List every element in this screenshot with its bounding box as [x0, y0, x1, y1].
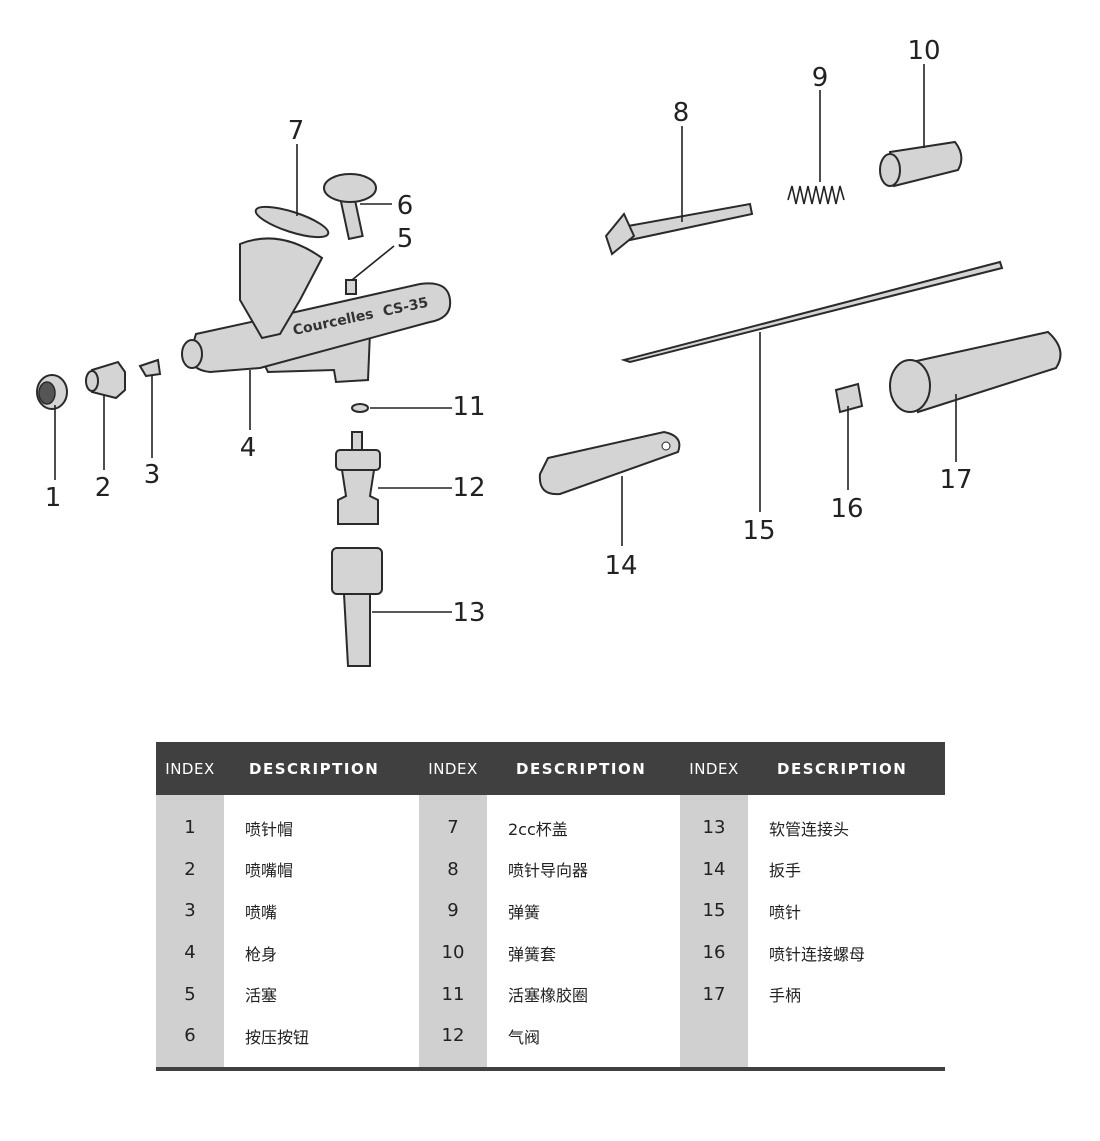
callout-11: 11: [452, 392, 485, 422]
description-cell: 活塞橡胶圈: [508, 986, 589, 1006]
description-cell: 按压按钮: [245, 1027, 310, 1047]
description-cell: 喷针连接螺母: [769, 944, 866, 964]
description-cell: 扳手: [769, 861, 802, 881]
part-handle: [889, 330, 1062, 414]
header-index: INDEX: [156, 742, 224, 795]
index-cell: 9: [419, 890, 487, 932]
index-cell: 14: [680, 848, 748, 891]
index-cell: 13: [680, 795, 748, 849]
table-row: 1 喷针帽 7 2cc杯盖 13 软管连接头: [156, 795, 945, 849]
index-cell: 5: [156, 973, 224, 1015]
index-cell: 16: [680, 931, 748, 974]
part-spring-sleeve: [879, 140, 963, 188]
table-row: 6 按压按钮 12 气阀: [156, 1014, 945, 1069]
description-cell: 弹簧: [508, 902, 541, 922]
part-hose-connector: [331, 547, 383, 667]
index-cell: 1: [156, 795, 224, 849]
callout-1: 1: [45, 483, 62, 513]
index-cell: 7: [419, 795, 487, 849]
table-row: 5 活塞 11 活塞橡胶圈 17 手柄: [156, 973, 945, 1015]
part-wrench: [538, 430, 681, 496]
leader-lines: [54, 64, 957, 613]
description-cell: 喷针帽: [245, 819, 294, 839]
description-cell: 喷嘴: [245, 902, 278, 922]
callout-2: 2: [95, 473, 112, 503]
index-cell: [680, 1014, 748, 1069]
description-cell: 软管连接头: [769, 819, 850, 839]
description-cell: 枪身: [245, 944, 278, 964]
callout-9: 9: [812, 63, 829, 93]
description-cell: 弹簧套: [508, 944, 557, 964]
index-cell: 10: [419, 931, 487, 974]
description-cell: 活塞: [245, 986, 278, 1006]
part-air-valve: [335, 431, 381, 525]
callout-15: 15: [742, 516, 775, 546]
part-needle-guide: [604, 202, 754, 256]
description-cell: 喷针导向器: [508, 861, 589, 881]
description-cell: 手柄: [769, 986, 802, 1006]
callout-7: 7: [288, 116, 305, 146]
description-cell: 喷针: [769, 902, 802, 922]
callout-16: 16: [830, 494, 863, 524]
description-cell: 2cc杯盖: [508, 819, 568, 839]
header-index: INDEX: [680, 742, 748, 795]
index-cell: 8: [419, 848, 487, 891]
header-description: DESCRIPTION: [748, 742, 945, 795]
callout-12: 12: [452, 473, 485, 503]
part-cup-lid: [254, 205, 330, 239]
part-nozzle: [138, 358, 162, 378]
table-row: 2 喷嘴帽 8 喷针导向器 14 扳手: [156, 848, 945, 891]
part-spring: [787, 185, 845, 205]
index-cell: 12: [419, 1014, 487, 1069]
part-airbrush-body: Courcelles CS-35: [181, 237, 452, 384]
callout-13: 13: [452, 598, 485, 628]
part-push-button: [323, 173, 377, 241]
header-index: INDEX: [419, 742, 487, 795]
table-row: 4 枪身 10 弹簧套 16 喷针连接螺母: [156, 931, 945, 974]
parts-table: INDEX DESCRIPTION INDEX DESCRIPTION INDE…: [156, 742, 945, 1071]
part-piston: [345, 279, 357, 295]
description-cell: 气阀: [508, 1027, 541, 1047]
callout-3: 3: [144, 460, 161, 490]
index-cell: 11: [419, 973, 487, 1015]
callout-5: 5: [397, 224, 414, 254]
index-cell: 2: [156, 848, 224, 891]
callout-10: 10: [907, 36, 940, 66]
table-header: INDEX DESCRIPTION INDEX DESCRIPTION INDE…: [156, 742, 945, 795]
index-cell: 17: [680, 973, 748, 1015]
part-nozzle-cap: [85, 360, 126, 400]
callout-6: 6: [397, 191, 414, 221]
part-piston-oring: [351, 403, 369, 413]
callout-4: 4: [240, 433, 257, 463]
description-cell: 喷嘴帽: [245, 861, 294, 881]
table-row: 3 喷嘴 9 弹簧 15 喷针: [156, 890, 945, 932]
part-needle-cap: [36, 374, 68, 410]
callout-14: 14: [604, 551, 637, 581]
index-cell: 3: [156, 890, 224, 932]
index-cell: 15: [680, 890, 748, 932]
callout-8: 8: [673, 98, 690, 128]
exploded-parts-diagram: Courcelles CS-35: [36, 36, 1062, 667]
part-needle-nut: [834, 382, 864, 414]
index-cell: 6: [156, 1014, 224, 1069]
part-needle: [620, 260, 1004, 364]
index-cell: 4: [156, 931, 224, 974]
description-cell: [748, 1015, 945, 1069]
callout-17: 17: [939, 465, 972, 495]
header-description: DESCRIPTION: [487, 742, 680, 795]
header-description: DESCRIPTION: [224, 742, 419, 795]
